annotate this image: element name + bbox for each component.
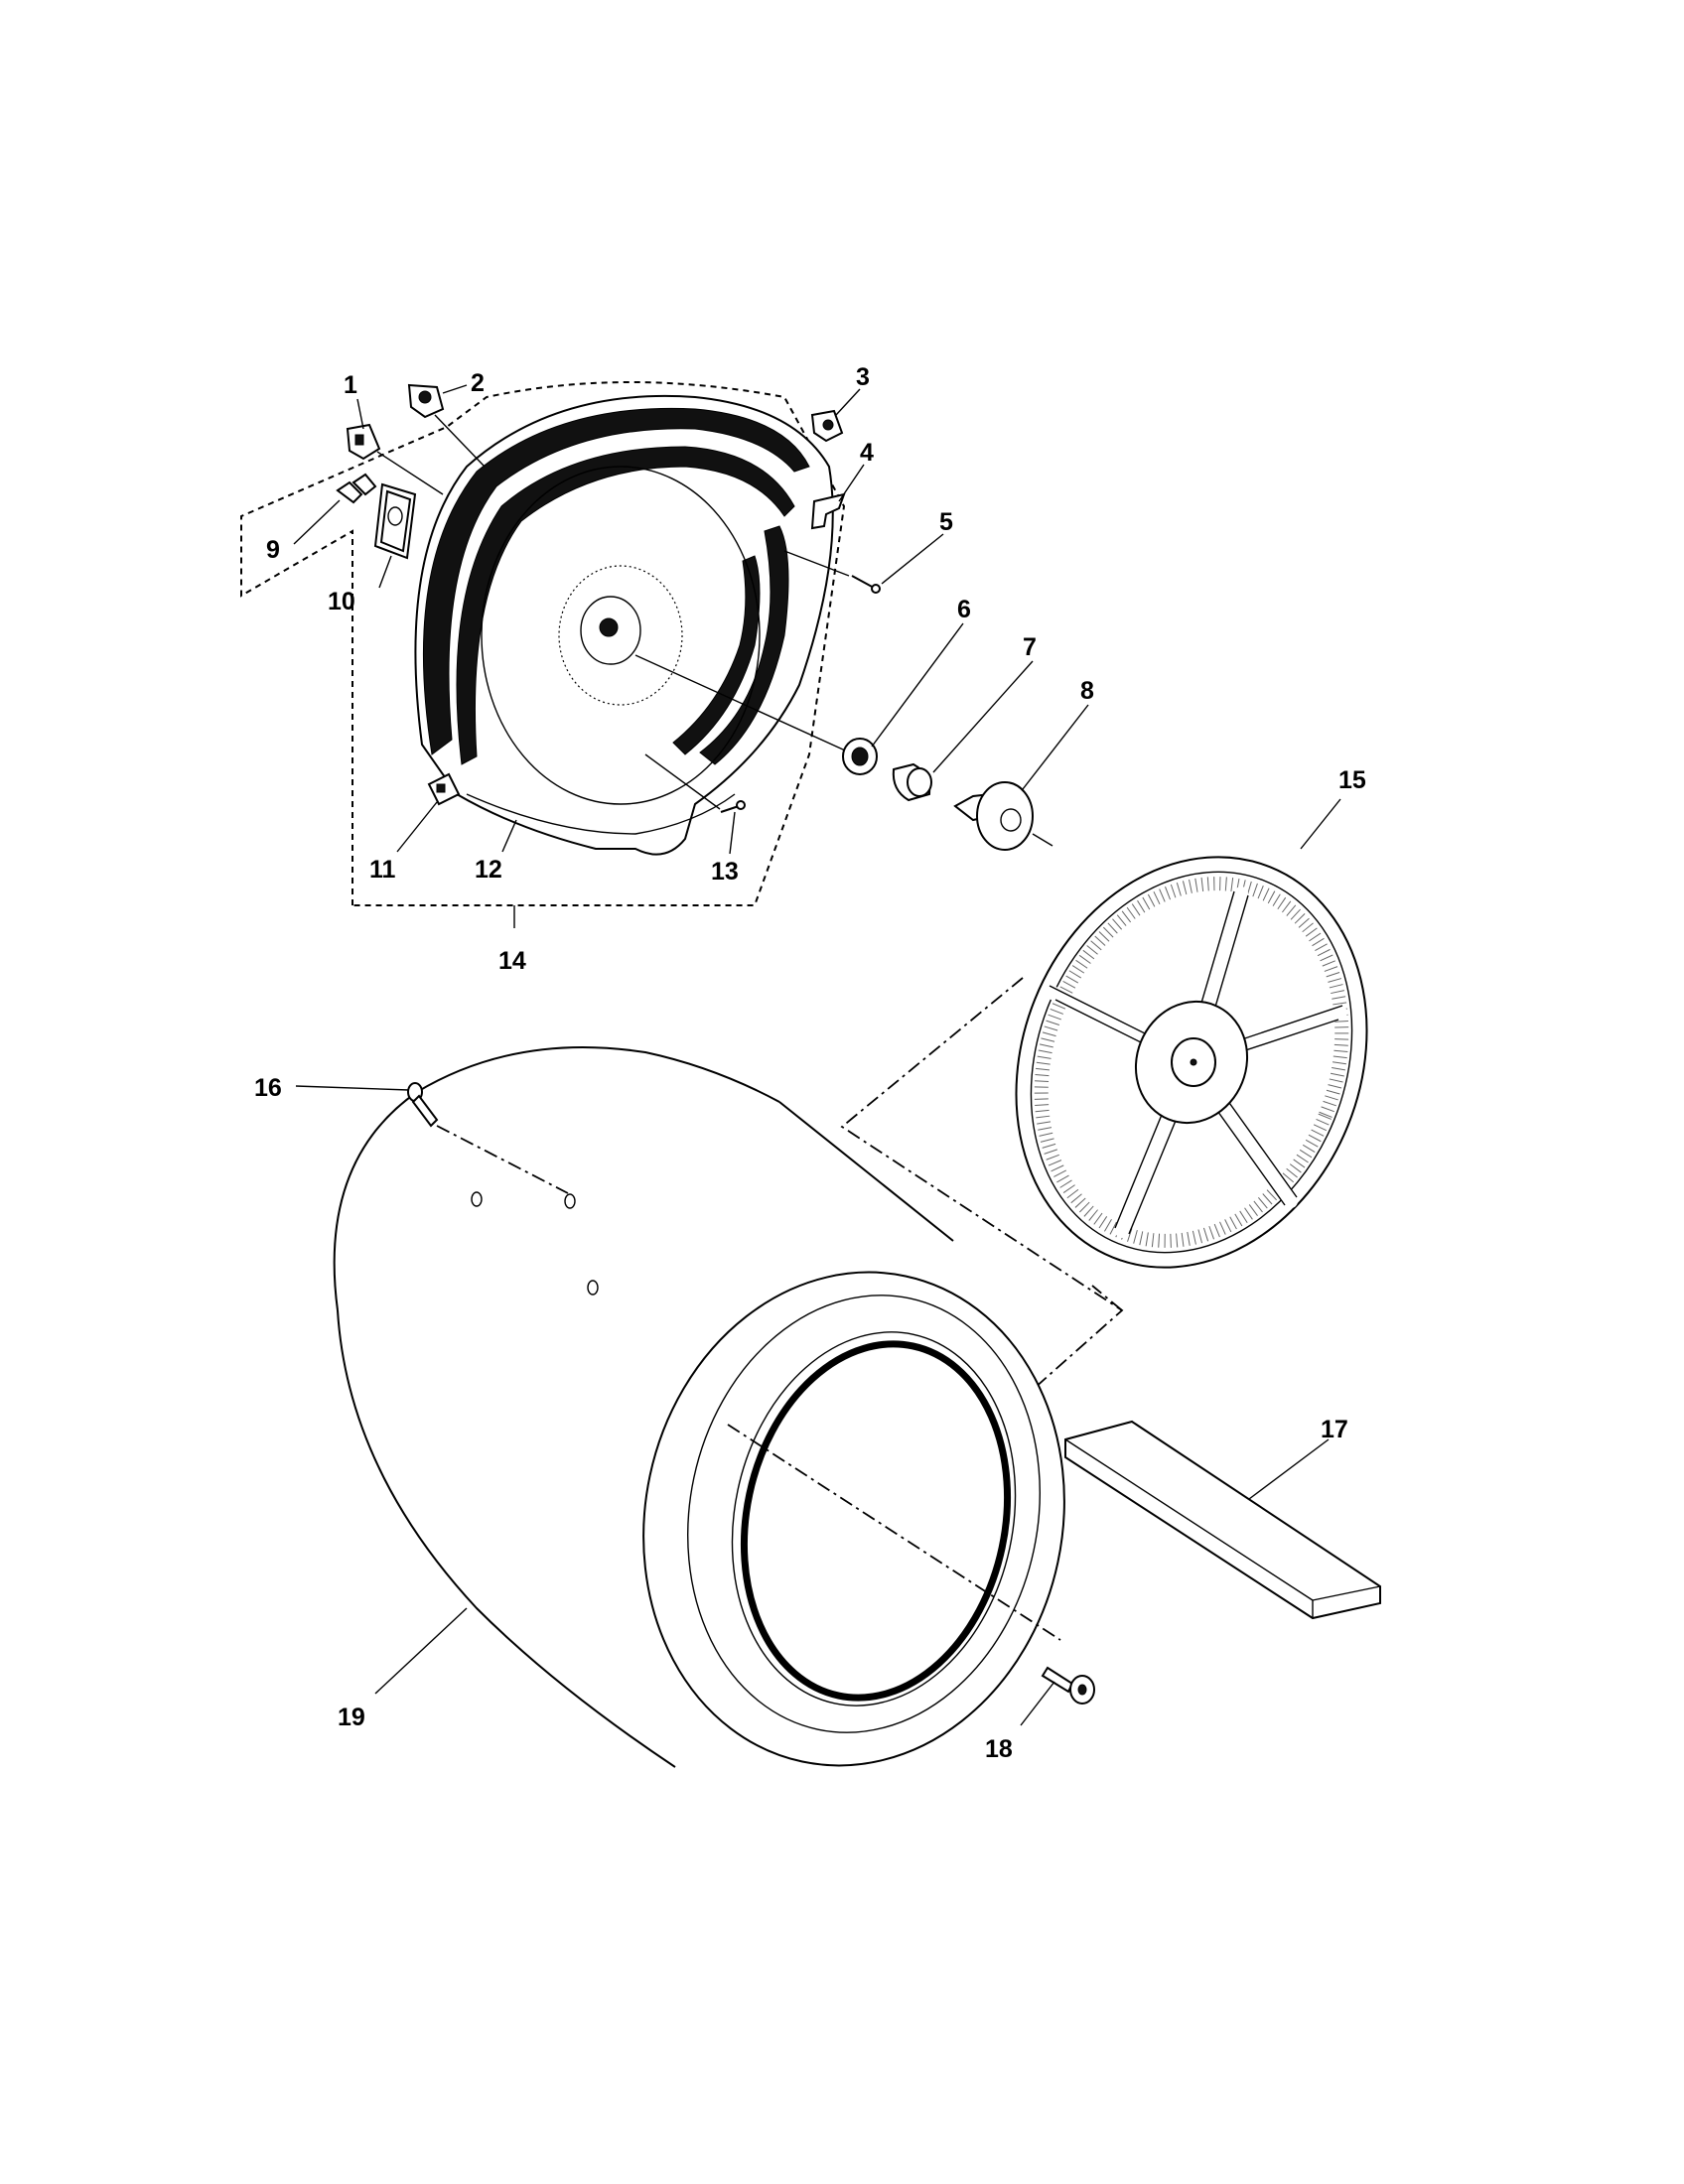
heater-coil-ring-2 — [456, 446, 795, 765]
housing-lower-edge — [466, 793, 736, 835]
part-17-baffle — [1064, 1420, 1381, 1620]
callout-11: 11 — [369, 856, 396, 884]
drum-opening-seal — [740, 1340, 1012, 1702]
callout-10: 10 — [328, 588, 355, 615]
hub-center — [599, 617, 619, 637]
drum-hole-3 — [587, 1280, 599, 1296]
back-plate — [481, 466, 761, 805]
part-5-screw — [783, 550, 881, 594]
callout-7: 7 — [1023, 633, 1037, 661]
part-3-fuse — [810, 409, 844, 443]
drum-opening-outer — [731, 1331, 1017, 1706]
drum-hole-2 — [564, 1193, 576, 1209]
callout-12: 12 — [475, 856, 502, 884]
part-1-thermostat — [346, 423, 444, 495]
projection-dashdot-2 — [1091, 1285, 1123, 1311]
callout-1: 1 — [344, 371, 357, 399]
callout-16: 16 — [254, 1074, 282, 1102]
part-11-terminal — [427, 772, 461, 806]
heater-assembly-group — [240, 381, 846, 906]
drum-axis-dashdot — [727, 1424, 1061, 1641]
callout-15: 15 — [1338, 766, 1366, 794]
callout-9: 9 — [266, 536, 280, 564]
part-7-bearing — [892, 762, 932, 802]
callout-13: 13 — [711, 858, 739, 886]
callout-14: 14 — [498, 947, 526, 975]
leader-lines — [293, 384, 1341, 1726]
part-6-washer — [842, 738, 878, 775]
callout-6: 6 — [957, 596, 971, 623]
callout-2: 2 — [471, 369, 485, 397]
hub-ring — [580, 596, 641, 665]
callout-8: 8 — [1080, 677, 1094, 705]
callout-17: 17 — [1321, 1416, 1348, 1443]
part-10-cover-plate — [373, 482, 417, 560]
back-plate-inner-dotted — [558, 565, 683, 706]
part-2-thermostat — [407, 383, 486, 468]
callout-4: 4 — [860, 439, 874, 467]
drum-hole-1 — [471, 1191, 483, 1207]
drum-front-rim — [687, 1295, 1041, 1733]
callout-labels: 1 2 3 4 5 6 7 8 9 10 11 12 13 14 15 16 1… — [254, 363, 1366, 1763]
heater-coil-ring-3 — [699, 525, 789, 765]
part-13-screw — [644, 753, 746, 813]
callout-18: 18 — [985, 1735, 1013, 1763]
part-16-screw — [407, 1082, 569, 1194]
part-15-drum-back — [1015, 856, 1368, 1269]
drum-front-outer — [642, 1271, 1065, 1767]
callout-3: 3 — [856, 363, 870, 391]
heater-coil-outer — [422, 407, 810, 755]
part-8-shaft — [953, 781, 1053, 851]
part-19-drum — [333, 1046, 1065, 1768]
part-9-clip — [336, 473, 377, 504]
drum-back-edge — [333, 1046, 780, 1311]
perforated-area — [1034, 877, 1349, 1248]
shaft-axis-line — [634, 654, 855, 755]
callout-19: 19 — [338, 1704, 365, 1731]
callout-5: 5 — [939, 508, 953, 536]
part-18-screw — [1041, 1666, 1095, 1705]
